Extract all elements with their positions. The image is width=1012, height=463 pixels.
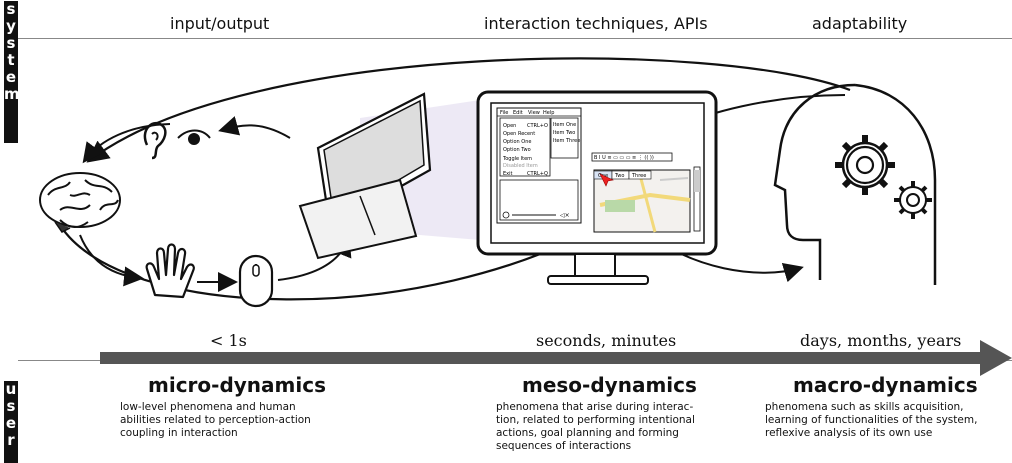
mouse-icon	[238, 254, 274, 308]
ear-icon	[143, 121, 167, 160]
map-window: B I U ≡ ▭ ▭ ▭ ≡ ⋮ (( )) One Two Three	[591, 152, 701, 233]
hand-icon	[145, 243, 195, 299]
menu-shortcut-exit: CTRL+Q	[527, 171, 548, 177]
desktop-monitor-icon	[298, 92, 432, 260]
header-adaptability: adaptability	[812, 14, 908, 33]
top-divider	[18, 38, 1012, 39]
head-gears-icon	[773, 83, 937, 285]
menu-item-disabled: Disabled Item	[503, 163, 538, 169]
arrow-monitor-to-eye	[218, 116, 291, 139]
arrow-brain-to-hand	[79, 234, 144, 287]
gear-large-icon	[835, 135, 895, 195]
timescale-macro: days, months, years	[800, 331, 962, 350]
menu-view: View	[528, 110, 540, 116]
loop-arrow-bottom	[59, 217, 616, 301]
menu-item-open: Open	[503, 123, 516, 129]
timeline-arrow	[100, 340, 1012, 376]
cursor-icon	[599, 173, 614, 187]
menu-shortcut-open: CTRL+O	[527, 123, 548, 129]
header-io: input/output	[170, 14, 270, 33]
menu-item-exit: Exit	[503, 171, 513, 177]
loop-arrow-top	[86, 57, 851, 163]
macro-dynamics-title: macro-dynamics	[793, 373, 978, 397]
brain-icon	[39, 172, 121, 233]
menu-edit: Edit	[513, 110, 523, 116]
header-interaction: interaction techniques, APIs	[484, 14, 708, 33]
menu-item-open-recent: Open Recent	[503, 131, 535, 137]
timescale-meso: seconds, minutes	[536, 331, 677, 350]
menu-item-option-two: Option Two	[503, 147, 531, 153]
eye-icon	[177, 129, 211, 145]
menu-item-toggle: Toggle Item	[502, 156, 532, 162]
menu-item-option-one: Option One	[503, 139, 531, 145]
meso-dynamics-description: phenomena that arise during interac- tio…	[496, 401, 695, 452]
tab-two: Two	[614, 173, 624, 179]
macro-dynamics-description: phenomena such as skills acquisition, le…	[765, 401, 978, 439]
svg-text:◁×: ◁×	[560, 212, 570, 219]
micro-dynamics-description: low-level phenomena and human abilities …	[120, 401, 311, 439]
menu-file: File	[500, 110, 508, 116]
menu-help: Help	[543, 110, 554, 116]
meso-dynamics-title: meso-dynamics	[522, 373, 697, 397]
timescale-micro: < 1s	[210, 331, 247, 350]
arrow-eye-to-brain	[82, 123, 171, 164]
list-item-two: Item Two	[553, 130, 575, 136]
list-item-one: Item One	[553, 122, 576, 128]
micro-dynamics-title: micro-dynamics	[148, 373, 326, 397]
gear-small-icon	[894, 181, 932, 219]
svg-text:B I U ≡ ▭ ▭ ▭ ≡ ⋮ (( )): B I U ≡ ▭ ▭ ▭ ≡ ⋮ (( ))	[594, 155, 654, 161]
list-item-three: Item Three	[553, 138, 580, 144]
ui-window: File Edit View Help Open CTRL+O Open Rec…	[496, 107, 582, 224]
tab-three: Three	[631, 173, 646, 179]
